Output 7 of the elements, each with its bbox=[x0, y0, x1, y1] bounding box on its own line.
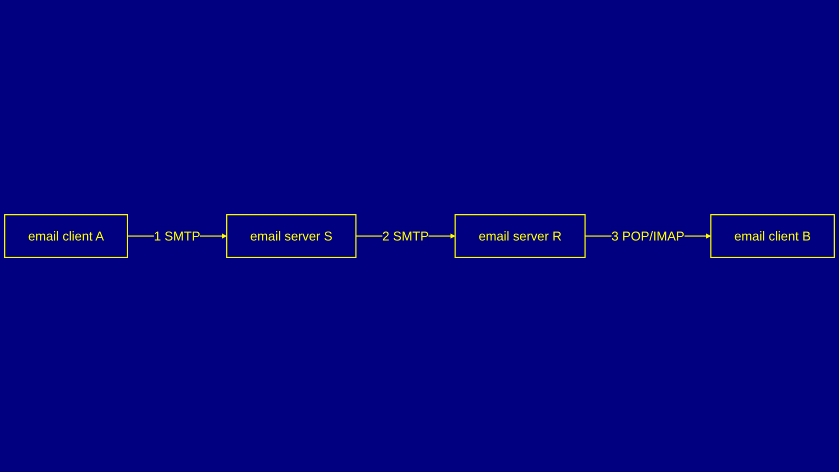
edge-label: 3 POP/IMAP bbox=[611, 228, 684, 244]
node-box: email client A bbox=[4, 214, 128, 258]
node-box: email client B bbox=[710, 214, 835, 258]
node-box: email server S bbox=[226, 214, 356, 258]
edge-label: 2 SMTP bbox=[382, 228, 429, 244]
edge-label: 1 SMTP bbox=[154, 228, 200, 244]
node-box: email server R bbox=[454, 214, 586, 258]
